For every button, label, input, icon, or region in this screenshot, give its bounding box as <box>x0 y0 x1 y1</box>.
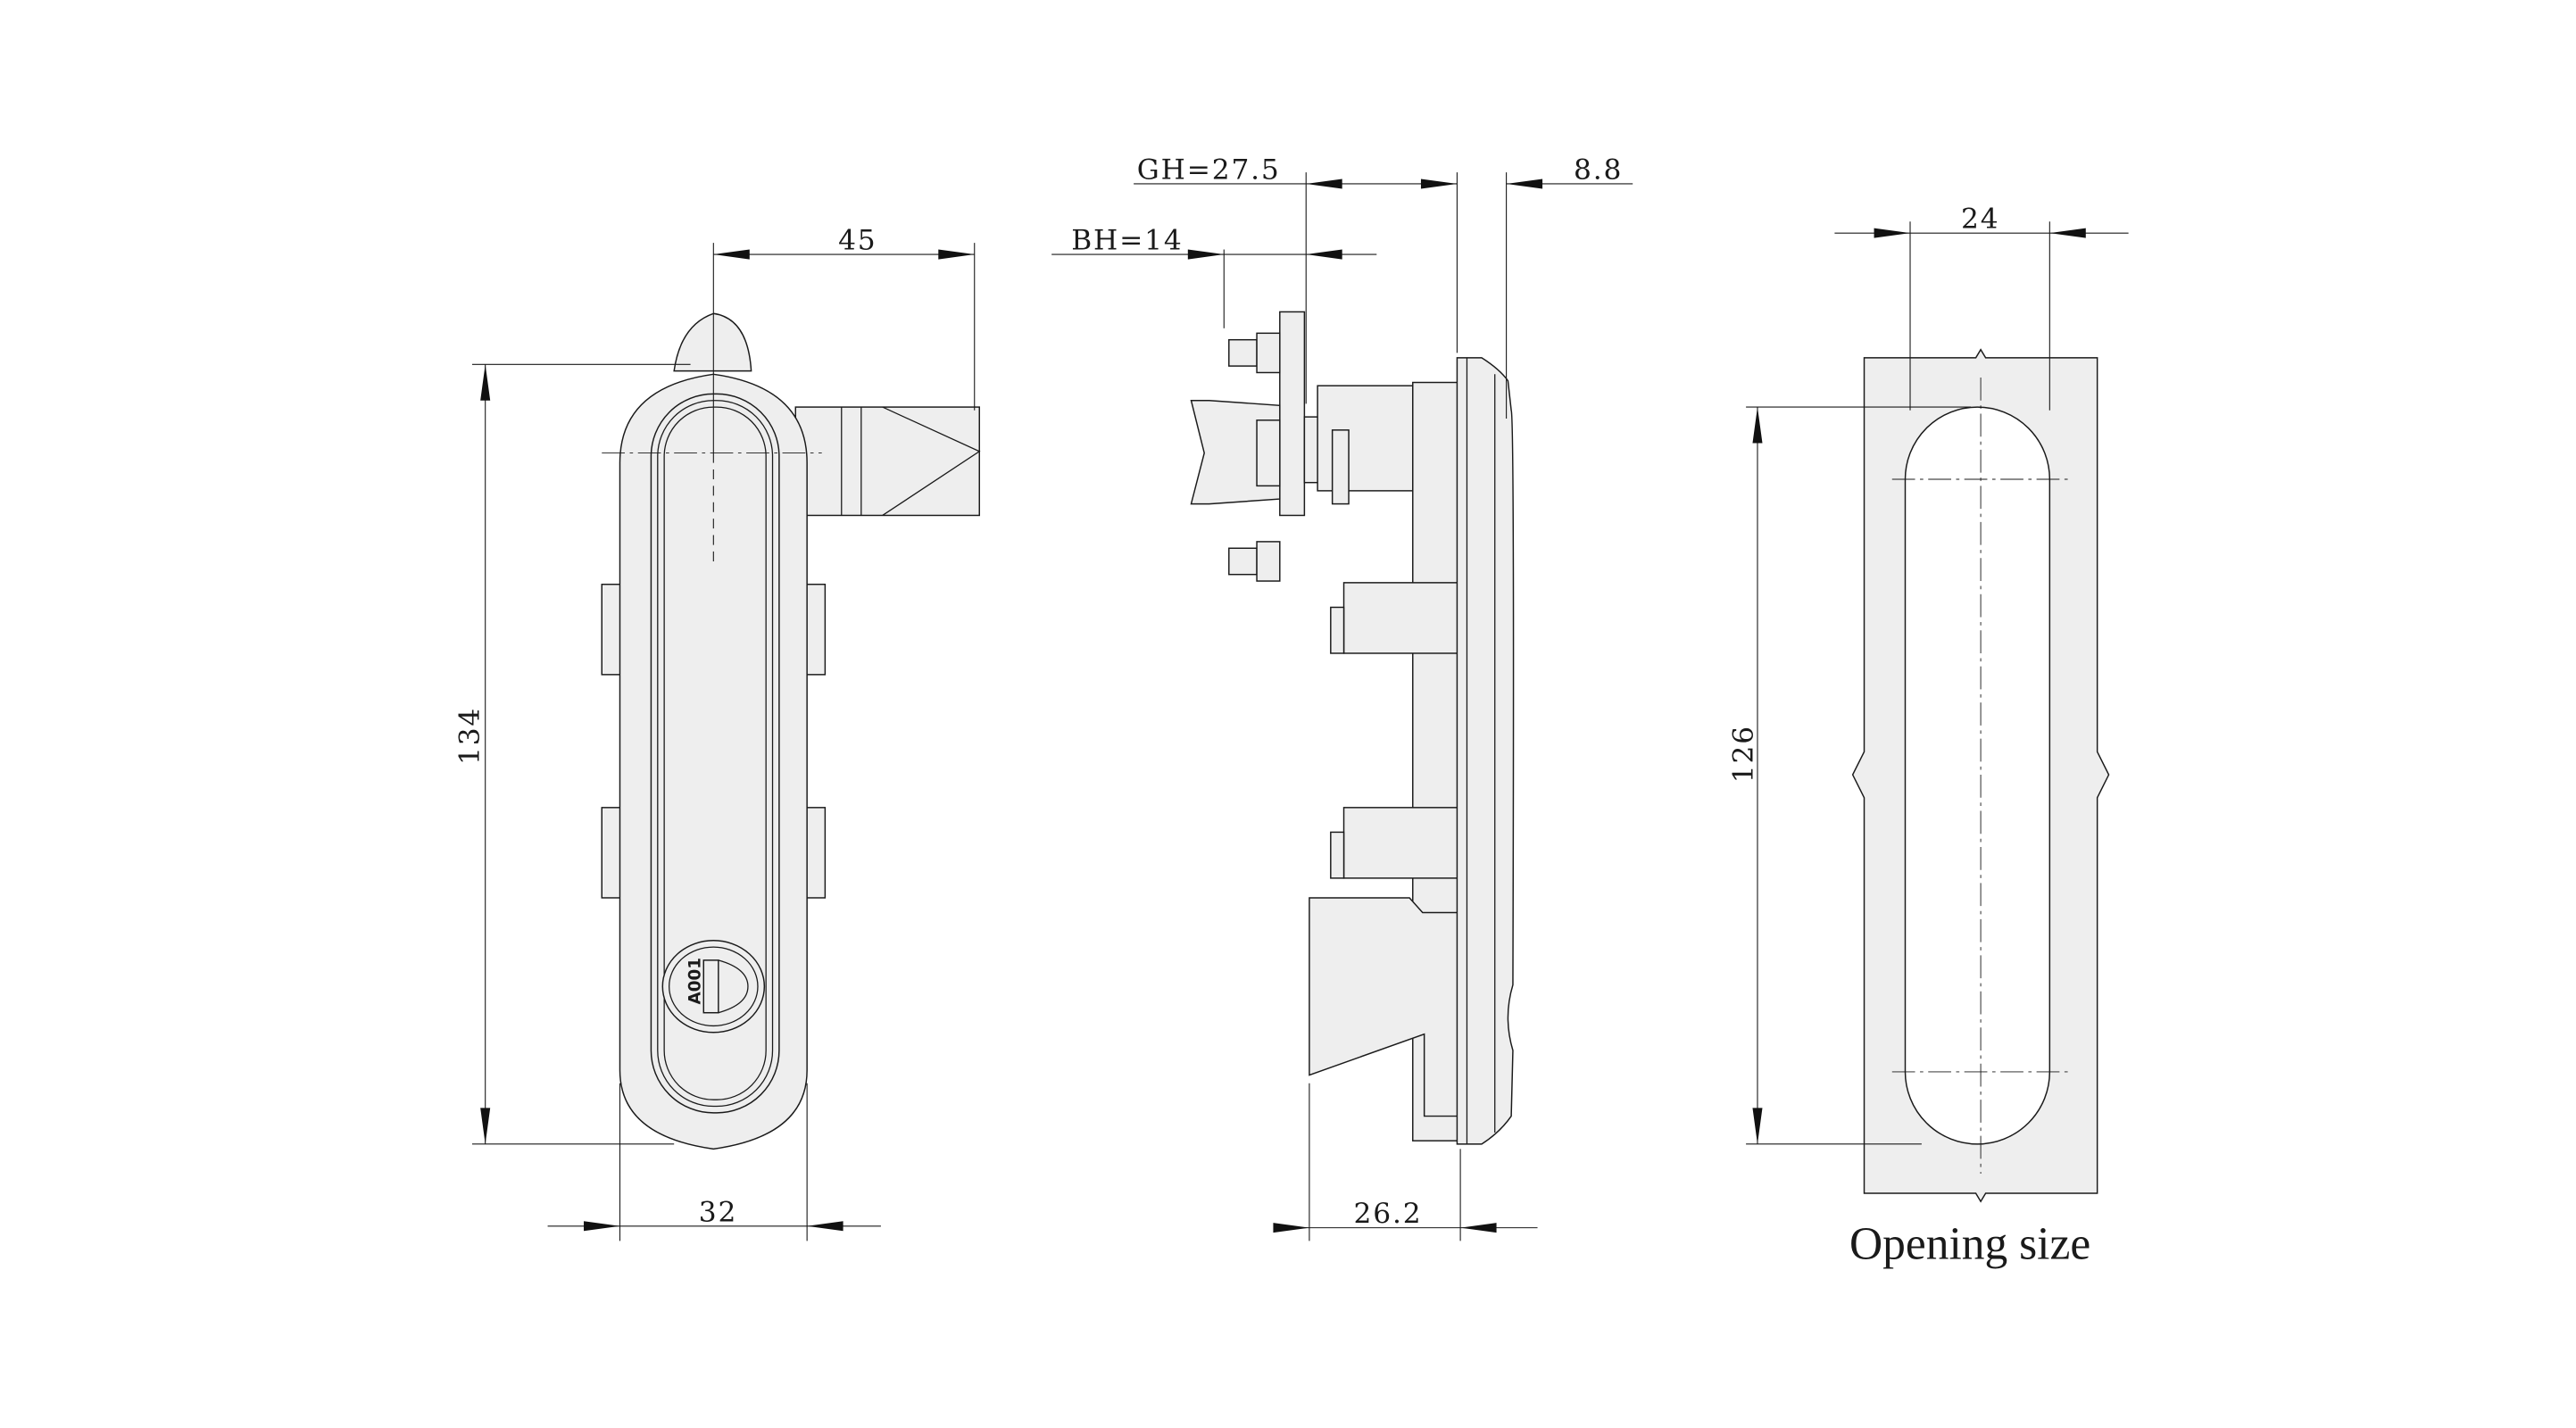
top-knob <box>673 312 752 372</box>
tab-left-top <box>601 583 623 676</box>
dim-26-2: 26.2 <box>1354 1198 1423 1230</box>
handle-outer <box>650 393 780 1114</box>
key-code: A001 <box>686 958 705 1005</box>
dim-32: 32 <box>699 1196 737 1228</box>
dim-45: 45 <box>838 225 877 257</box>
dim-126: 126 <box>1727 725 1759 783</box>
side-view: GH=27.5 8.8 BH=14 26.2 <box>1051 154 1633 1241</box>
tab-right-bottom <box>804 807 827 899</box>
dim-134: 134 <box>453 707 486 765</box>
latch-tongue <box>794 406 980 517</box>
tab-left-bottom <box>601 807 623 899</box>
bezel-plate <box>1456 357 1515 1145</box>
dim-bh: BH=14 <box>1071 225 1183 257</box>
opening-slot <box>1904 406 2051 1145</box>
front-view: A001 45 134 32 <box>453 225 981 1241</box>
tab-right-top <box>804 583 827 676</box>
handle-lever <box>1309 897 1459 1117</box>
dim-8-8: 8.8 <box>1574 154 1623 186</box>
opening-view: 24 126 Opening size <box>1727 203 2129 1270</box>
dim-gh: GH=27.5 <box>1137 154 1281 186</box>
opening-size-caption: Opening size <box>1849 1219 2090 1270</box>
dim-24: 24 <box>1961 203 1999 236</box>
